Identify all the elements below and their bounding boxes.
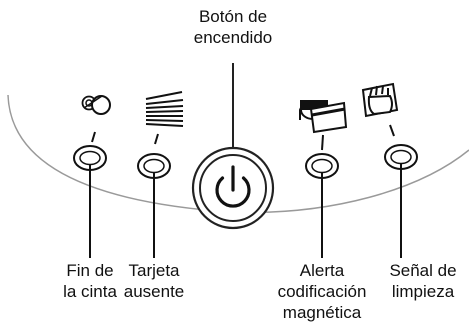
senal-limpieza-line2: limpieza [391,282,455,301]
power-label-line1: Botón de [198,7,268,26]
alerta-codificacion-line3: magnética [282,303,362,322]
indicator-tarjeta-ausente [137,91,184,258]
indicator-alerta-codificacion [299,100,348,258]
power-icon [215,165,251,208]
cleaning-hand-icon [361,82,399,118]
label-tarjeta-ausente: Tarjeta ausente [112,260,196,302]
alerta-codificacion-line2: codificación [277,282,367,301]
indicator-senal-limpieza [361,82,418,258]
power-button[interactable] [191,146,275,230]
tarjeta-ausente-line2: ausente [123,282,185,301]
label-fin-cinta: Fin de la cinta [40,260,140,302]
fin-cinta-line1: Fin de [66,261,114,280]
label-senal-limpieza: Señal de limpieza [377,260,469,302]
card-stack-icon [145,91,184,127]
label-alerta-codificacion: Alerta codificación magnética [264,260,380,323]
tarjeta-ausente-line1: Tarjeta [128,261,180,280]
indicator-fin-cinta [73,95,111,258]
tape-reel-icon [81,95,111,115]
power-button-label: Botón de encendido [183,6,283,48]
senal-limpieza-line1: Señal de [389,261,457,280]
fin-cinta-line2: la cinta [63,282,117,301]
magnetic-card-icon [299,100,348,134]
power-label-line2: encendido [193,28,273,47]
alerta-codificacion-line1: Alerta [299,261,345,280]
